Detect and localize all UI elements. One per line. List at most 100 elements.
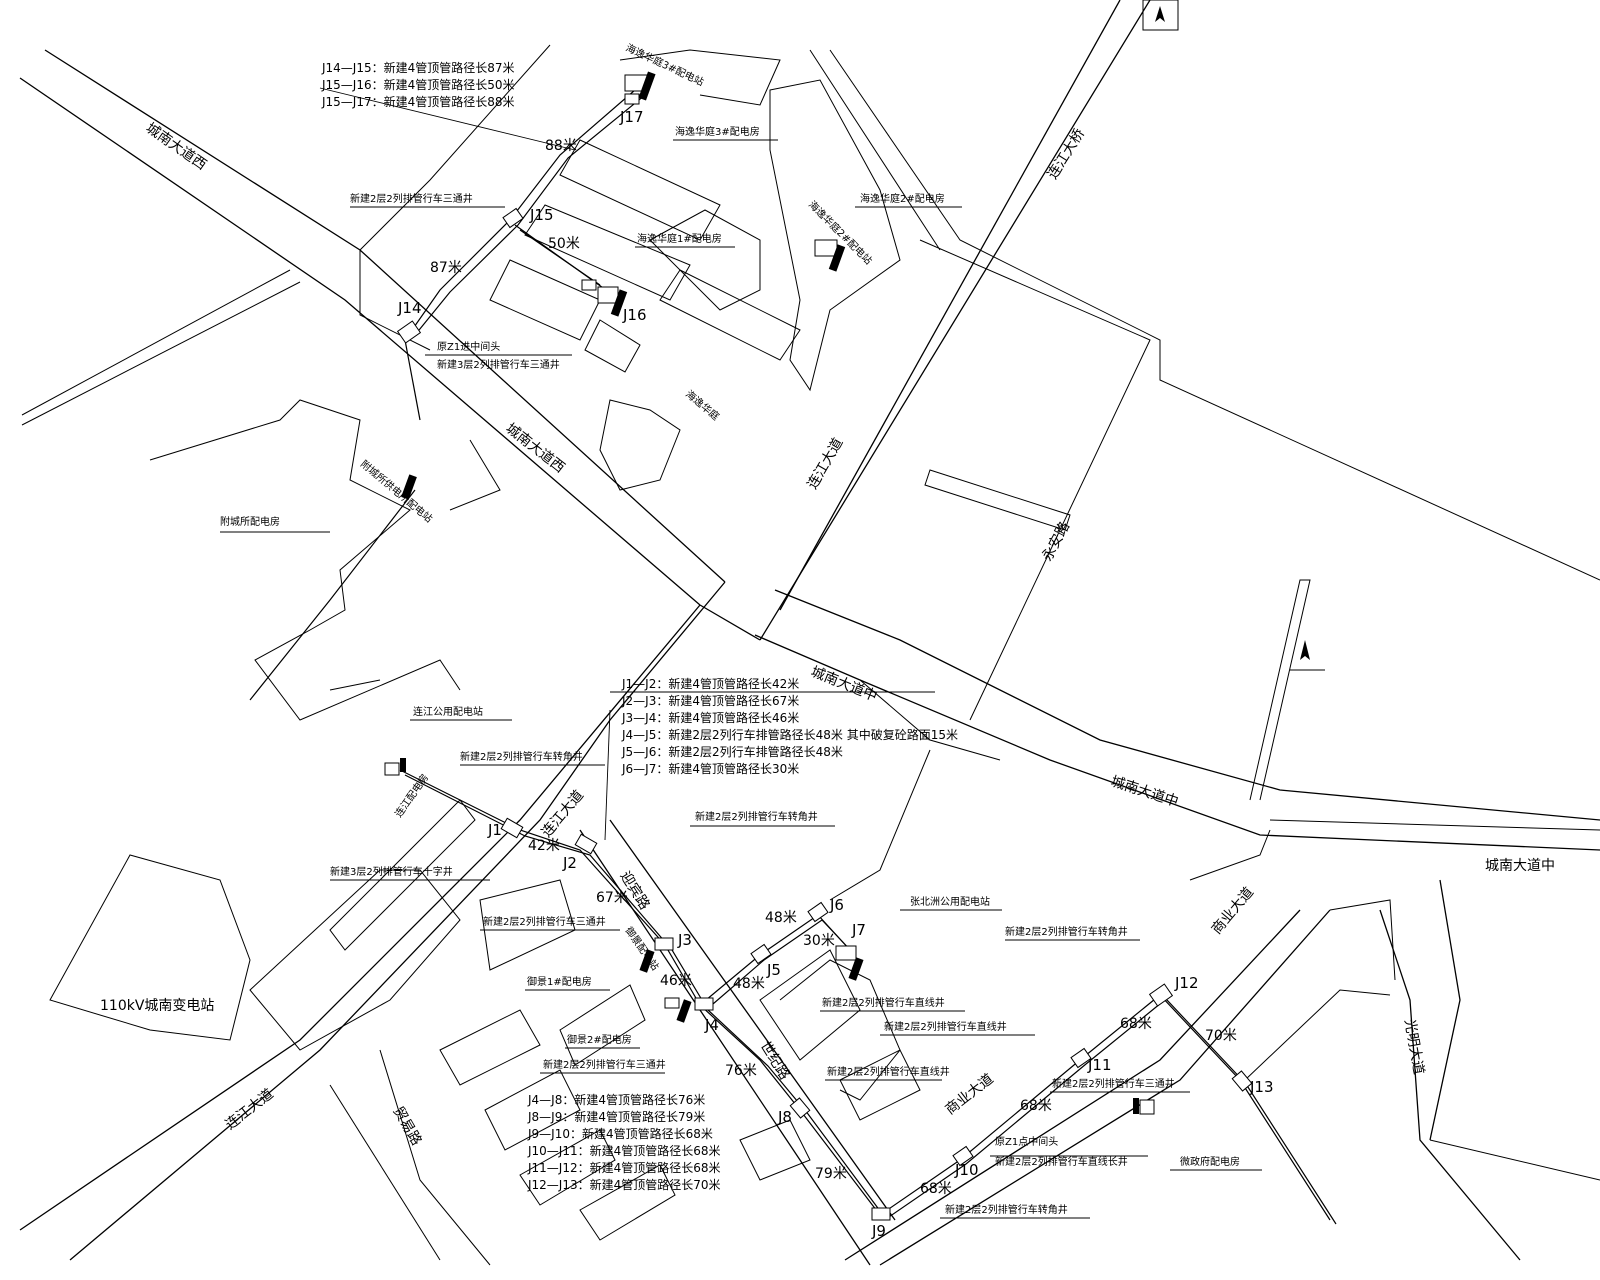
label-j12-turn: 新建2层2列排管行车转角井 bbox=[1005, 925, 1128, 938]
label-shuangju1: 御景1#配电房 bbox=[527, 975, 592, 988]
label-j15-well: 新建2层2列排管行车三通井 bbox=[350, 192, 473, 205]
node-label-j1: J1 bbox=[487, 821, 502, 839]
distance-label: 48米 bbox=[765, 910, 797, 926]
leader-lines bbox=[220, 87, 1262, 1219]
note-block-top: J14—J15：新建4管顶管路径长87米 J15—J16：新建4管顶管路径长50… bbox=[321, 60, 515, 109]
note-line: J4—J8：新建4管顶管路径长76米 bbox=[527, 1092, 705, 1107]
road-label-chengnan-mid-2: 城南大道中 bbox=[1109, 774, 1181, 811]
label-j14-joint: 原Z1进中间头 bbox=[437, 340, 500, 353]
node-label-j7: J7 bbox=[851, 921, 866, 939]
label-j4-well: 新建2层2列排管行车三通井 bbox=[543, 1058, 666, 1071]
note-block-middle: J1—J2：新建4管顶管路径长42米 J2—J3：新建4管顶管路径长67米 J3… bbox=[621, 676, 958, 776]
distance-label: 42米 bbox=[528, 838, 560, 854]
note-line: J15—J17：新建4管顶管路径长88米 bbox=[321, 94, 515, 109]
distance-labels: 88米 50米 87米 42米 67米 46米 48米 30米 48米 76米 … bbox=[430, 138, 1237, 1197]
road-label-chengnan-mid-1: 城南大道中 bbox=[809, 664, 880, 705]
road-label-lianjiang-ave-1: 连江大道 bbox=[805, 436, 847, 492]
label-j10-joint: 原Z1点中间头 bbox=[995, 1135, 1058, 1148]
road-label-shangye-ave-2: 商业大道 bbox=[943, 1071, 997, 1118]
wells bbox=[396, 207, 1253, 1221]
label-j3-well: 新建2层2列排管行车三通井 bbox=[483, 915, 606, 928]
node-label-j16: J16 bbox=[622, 306, 647, 324]
road-label-chengnan-west-2: 城南大道西 bbox=[503, 421, 568, 477]
label-j9-turn: 新建2层2列排管行车转角井 bbox=[945, 1203, 1068, 1216]
node-label-j10: J10 bbox=[954, 1161, 979, 1179]
buildings bbox=[49, 49, 1071, 1241]
distance-label: 76米 bbox=[725, 1063, 757, 1079]
label-zhangbei-public: 张北洲公用配电站 bbox=[910, 895, 990, 908]
note-block-bottom: J4—J8：新建4管顶管路径长76米 J8—J9：新建4管顶管路径长79米 J9… bbox=[527, 1092, 721, 1192]
road-label-lianjiang-bridge: 连江大桥 bbox=[1045, 126, 1088, 182]
label-j7-straight2: 新建2层2列排管行车直线井 bbox=[884, 1020, 1007, 1033]
label-lianjiang-public: 连江公用配电站 bbox=[413, 705, 483, 718]
road-label-chengnan-west-1: 城南大道西 bbox=[143, 120, 210, 173]
distance-label: 68米 bbox=[1020, 1098, 1052, 1114]
node-label-j4: J4 bbox=[704, 1016, 719, 1034]
node-label-j9: J9 bbox=[871, 1222, 886, 1240]
label-hy2-room: 海逸华庭2#配电房 bbox=[860, 192, 945, 205]
node-label-j12: J12 bbox=[1174, 974, 1199, 992]
distance-label: 68米 bbox=[1120, 1016, 1152, 1032]
label-j6-turn: 新建2层2列排管行车转角井 bbox=[695, 810, 818, 823]
road-labels: 城南大道西 城南大道西 城南大道中 城南大道中 城南大道中 连江大桥 连江大道 … bbox=[143, 120, 1555, 1148]
north-arrow-icon bbox=[1142, 0, 1179, 31]
distance-label: 68米 bbox=[920, 1181, 952, 1197]
node-label-j8: J8 bbox=[777, 1108, 792, 1126]
substations bbox=[384, 71, 1155, 1115]
road-label-chengnan-mid-3: 城南大道中 bbox=[1485, 858, 1555, 874]
note-line: J2—J3：新建4管顶管路径长67米 bbox=[621, 693, 799, 708]
note-line: J6—J7：新建4管顶管路径长30米 bbox=[621, 761, 799, 776]
label-j1-well: 新建2层2列排管行车转角井 bbox=[460, 750, 583, 763]
node-label-j15: J15 bbox=[529, 206, 554, 224]
note-line: J15—J16：新建4管顶管路径长50米 bbox=[321, 77, 515, 92]
label-j8-straight: 新建2层2列排管行车直线井 bbox=[827, 1065, 950, 1078]
note-line: J8—J9：新建4管顶管路径长79米 bbox=[527, 1109, 705, 1124]
label-j10-straight: 新建2层2列排管行车直线长井 bbox=[995, 1155, 1128, 1168]
node-label-j2: J2 bbox=[562, 854, 577, 872]
road-label-lianjiang-ave-3: 连江大道 bbox=[223, 1086, 277, 1133]
node-label-j3: J3 bbox=[677, 931, 692, 949]
road-label-changan-road: 永安路 bbox=[1039, 519, 1073, 564]
distance-label: 46米 bbox=[660, 973, 692, 989]
label-j14-well: 新建3层2列排管行车三通井 bbox=[437, 358, 560, 371]
note-line: J3—J4：新建4管顶管路径长46米 bbox=[621, 710, 799, 725]
node-label-j5: J5 bbox=[766, 961, 781, 979]
note-line: J9—J10：新建4管顶管路径长68米 bbox=[527, 1126, 713, 1141]
label-substation-110: 110kV城南变电站 bbox=[100, 998, 214, 1014]
note-line: J4—J5：新建2层2列行车排管路径长48米 其中破复砼路面15米 bbox=[621, 727, 958, 742]
label-j7-straight: 新建2层2列排管行车直线井 bbox=[822, 996, 945, 1009]
distance-label: 30米 bbox=[803, 933, 835, 949]
road-label-maoyi-road: 贸易路 bbox=[390, 1104, 425, 1148]
note-line: J10—J11：新建4管顶管路径长68米 bbox=[527, 1143, 721, 1158]
label-shuangju2: 御景2#配电房 bbox=[567, 1033, 632, 1046]
label-fucheng-room: 附城所配电房 bbox=[220, 515, 280, 528]
north-arrow-icon-2 bbox=[1290, 640, 1325, 671]
node-label-j13: J13 bbox=[1249, 1078, 1274, 1096]
note-line: J14—J15：新建4管顶管路径长87米 bbox=[321, 60, 515, 75]
note-line: J12—J13：新建4管顶管路径长70米 bbox=[527, 1177, 721, 1192]
node-labels: J1 J2 J3 J4 J5 J6 J7 J8 J9 J10 J11 J12 J… bbox=[397, 108, 1274, 1240]
road-label-shangye-ave-1: 商业大道 bbox=[1209, 884, 1257, 937]
facility-labels: 海逸华庭3#配电站 海逸华庭3#配电房 海逸华庭2#配电站 海逸华庭2#配电房 … bbox=[100, 41, 1240, 1216]
node-label-j11: J11 bbox=[1087, 1056, 1112, 1074]
road-network bbox=[19, 0, 1600, 1266]
label-haiyi-area: 海逸华庭 bbox=[683, 387, 722, 423]
note-line: J11—J12：新建4管顶管路径长68米 bbox=[527, 1160, 721, 1175]
note-line: J1—J2：新建4管顶管路径长42米 bbox=[621, 676, 799, 691]
label-j11-well: 新建2层2列排管行车三通井 bbox=[1052, 1077, 1175, 1090]
distance-label: 88米 bbox=[545, 138, 577, 154]
distance-label: 50米 bbox=[548, 236, 580, 252]
distance-label: 70米 bbox=[1205, 1028, 1237, 1044]
node-label-j17: J17 bbox=[619, 108, 644, 126]
road-label-lianjiang-ave-2: 连江大道 bbox=[539, 787, 587, 840]
road-label-guangming-ave: 光明大道 bbox=[1401, 1018, 1426, 1076]
label-hy3-room: 海逸华庭3#配电房 bbox=[675, 125, 760, 138]
node-label-j14: J14 bbox=[397, 299, 422, 317]
label-fucheng-station: 附城所供电所配电站 bbox=[358, 457, 435, 525]
note-line: J5—J6：新建2层2列行车排管路径长48米 bbox=[621, 744, 843, 759]
distance-label: 79米 bbox=[815, 1166, 847, 1182]
distance-label: 48米 bbox=[733, 976, 765, 992]
label-j1-cross: 新建3层2列排管行车十字井 bbox=[330, 865, 453, 878]
distance-label: 87米 bbox=[430, 260, 462, 276]
